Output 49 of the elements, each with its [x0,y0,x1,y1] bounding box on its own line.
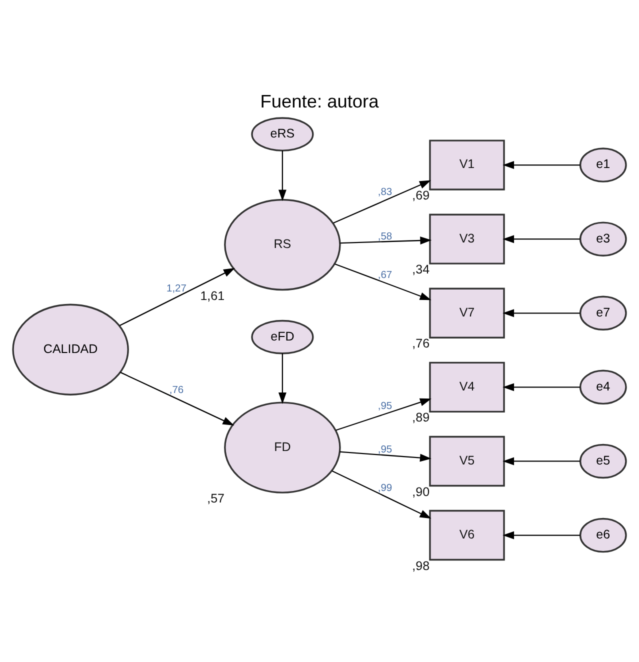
edge-label: ,95 [378,444,392,456]
arrow [336,398,432,431]
node-box: V5 [429,436,505,487]
edge-label: 1,27 [166,284,186,295]
node-label: ,57 [207,492,225,506]
arrow [502,235,580,244]
node-ellipse: e3 [579,222,627,256]
node-ellipse: FD [224,402,341,494]
edge-label: ,67 [378,270,392,282]
node-ellipse: e1 [579,148,627,182]
arrow [332,470,432,519]
edge-label: ,58 [378,231,392,242]
node-label: ,34 [412,262,430,277]
arrow [334,263,432,300]
node-box: V4 [429,362,505,413]
node-label: ,89 [412,410,430,425]
node-ellipse: eRS [251,117,314,152]
arrow [502,457,580,466]
node-label: ,90 [412,484,430,499]
node-ellipse: eFD [251,320,314,354]
arrow [278,150,286,202]
arrow [502,309,580,318]
arrow [278,353,286,404]
arrow [502,383,580,392]
edge-label: ,95 [378,401,392,412]
node-label: ,98 [412,558,430,573]
node-box: V6 [429,510,505,561]
edge-label: ,76 [169,385,184,396]
arrow [333,180,431,224]
arrow [502,531,580,540]
node-ellipse: e6 [579,518,627,553]
node-box: V7 [429,288,505,338]
node-box: V3 [429,214,505,264]
node-ellipse: e5 [579,444,627,479]
node-ellipse: e7 [579,296,627,330]
node-ellipse: CALIDAD [12,304,129,396]
diagram-title: Fuente: autora [260,92,379,112]
node-label: ,69 [412,188,430,203]
node-box: V1 [429,140,505,190]
arrow [120,372,234,426]
arrow [340,451,432,462]
edge-label: ,99 [378,483,392,494]
node-label: 1,61 [200,288,225,303]
edge-label: ,83 [378,186,392,198]
arrow [340,236,432,245]
arrow [502,161,580,170]
arrow [120,268,235,326]
node-label: ,76 [412,336,430,351]
node-ellipse: e4 [579,370,627,405]
